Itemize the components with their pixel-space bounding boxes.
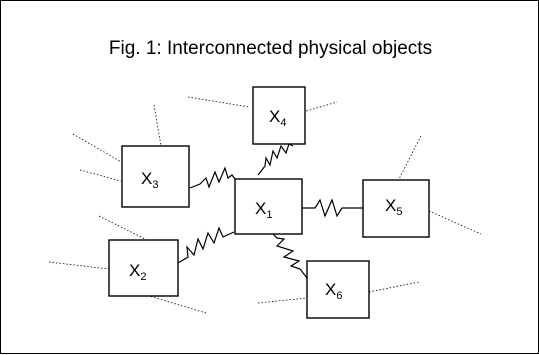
springs: [177, 143, 363, 279]
svg-text:X5: X5: [385, 196, 402, 218]
external-links: [48, 96, 482, 314]
spring-x1-x5: [302, 198, 363, 218]
node-x5-subscript: 5: [396, 206, 402, 218]
spring-x1-x2: [177, 226, 235, 264]
spring-x1-x3: [189, 166, 236, 189]
node-x5: X5: [362, 179, 430, 238]
node-x4: X4: [252, 86, 306, 145]
node-x1-label: X: [255, 199, 266, 218]
spring-x1-x6: [269, 230, 308, 279]
svg-text:X3: X3: [141, 169, 158, 191]
svg-text:X2: X2: [129, 261, 146, 283]
spring-x1-x4: [257, 143, 294, 176]
node-x1: X1: [234, 178, 303, 235]
node-x2: X2: [108, 239, 179, 297]
node-x2-subscript: 2: [140, 271, 146, 283]
node-x2-label: X: [129, 261, 140, 280]
svg-text:X6: X6: [325, 280, 342, 302]
node-x3-subscript: 3: [152, 179, 158, 191]
node-x4-label: X: [269, 107, 280, 126]
figure-title: Fig. 1: Interconnected physical objects: [108, 38, 433, 59]
node-x6-label: X: [325, 280, 336, 299]
svg-text:X4: X4: [269, 107, 286, 129]
node-x3: X3: [121, 145, 190, 208]
node-x5-label: X: [385, 196, 396, 215]
svg-text:X1: X1: [255, 199, 272, 221]
node-x3-label: X: [141, 169, 152, 188]
node-x6-subscript: 6: [336, 290, 342, 302]
node-x6: X6: [306, 260, 370, 319]
node-x4-subscript: 4: [280, 117, 286, 129]
node-x1-subscript: 1: [266, 209, 272, 221]
